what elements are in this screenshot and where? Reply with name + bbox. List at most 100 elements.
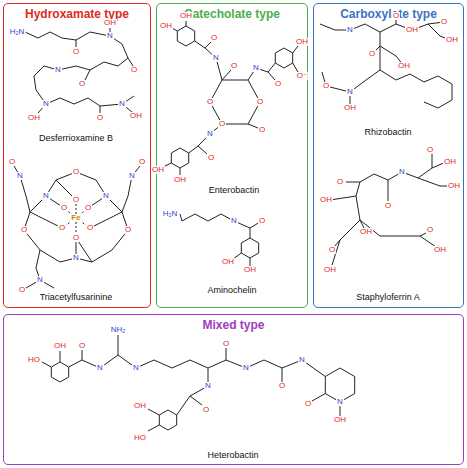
triacetylfusarinine-structure (14, 166, 140, 288)
atom-label: HO (27, 356, 41, 364)
atom-label: O (336, 178, 344, 186)
atom-label: N (128, 172, 136, 180)
atom-label: O (124, 226, 132, 234)
atom-label: OH (27, 114, 41, 122)
atom-label: N (204, 382, 212, 390)
atom-label: OH (343, 104, 357, 112)
atom-label: O (78, 80, 86, 88)
atom-label: O (278, 382, 286, 390)
atom-label: OH (447, 182, 461, 190)
atom-label: O (138, 158, 146, 166)
atom-label: O (222, 340, 230, 348)
atom-label: O (426, 226, 434, 234)
panel-heading: Mixed type (4, 319, 463, 331)
atom-label: N (212, 54, 220, 62)
atom-label: N (42, 192, 50, 200)
atom-label: OH (433, 246, 447, 254)
metal-label: Fe (70, 214, 81, 222)
compound-name: Heterobactin (206, 451, 259, 460)
atom-label: N (72, 254, 80, 262)
aminochelin-structure (180, 214, 260, 266)
atom-label: O (130, 66, 138, 74)
enterobactin-structure (163, 21, 298, 175)
atom-label: O (207, 154, 215, 162)
atom-label: OH (151, 166, 165, 174)
heterobactin-structure (42, 335, 355, 431)
desferrioxamine-structure (25, 28, 134, 113)
atom-label: OH (333, 416, 347, 424)
atom-label: O (206, 98, 214, 106)
atom-label: N (118, 100, 126, 108)
atom-label: O (210, 34, 218, 42)
atom-label: O (58, 224, 66, 232)
atom-label: OH (405, 26, 419, 34)
atom-label: O (258, 217, 266, 225)
rhizobactin-structure (320, 20, 452, 108)
atom-label: N (132, 364, 140, 372)
atom-label: OH (359, 228, 373, 236)
group-panel: Mixed type (3, 314, 464, 465)
atom-label: OH (173, 176, 187, 184)
atom-label: N (54, 66, 62, 74)
atom-label: O (304, 400, 312, 408)
panel-heading: Hydroxamate type (4, 8, 150, 20)
atom-label: O (202, 406, 210, 414)
atom-label: O (426, 146, 434, 154)
compound-name: Staphyloferrin A (355, 293, 421, 302)
atom-label: O (72, 196, 80, 204)
atom-label: N (42, 100, 50, 108)
atom-label: N (346, 88, 354, 96)
atom-label: OH (397, 62, 411, 70)
atom-label: O (274, 80, 282, 88)
atom-label: OH (445, 36, 459, 44)
atom-label: OH (221, 258, 235, 266)
atom-label: O (256, 98, 264, 106)
atom-label: N (102, 192, 110, 200)
compound-name: Enterobactin (208, 186, 261, 195)
atom-label: H₂N (162, 210, 179, 218)
atom-label: OH (295, 38, 309, 46)
atom-label: N (206, 130, 214, 138)
atom-label: N (106, 32, 114, 40)
atom-label: O (18, 286, 26, 294)
atom-label: OH (53, 342, 67, 350)
atom-label: O (78, 342, 86, 350)
atom-label: OH (103, 19, 117, 27)
atom-label: N (298, 356, 306, 364)
atom-label: O (230, 62, 238, 70)
atom-label: N (242, 364, 250, 372)
atom-label: O (96, 114, 104, 122)
atom-label: O (72, 48, 80, 56)
atom-label: O (258, 126, 266, 134)
atom-label: O (60, 204, 68, 212)
atom-label: O (218, 120, 226, 128)
atom-label: O (8, 158, 16, 166)
atom-label: O (368, 50, 376, 58)
compound-name: Desferrioxamine B (38, 134, 114, 143)
atom-label: N (230, 217, 238, 225)
atom-label: N (36, 276, 44, 284)
atom-label: N (96, 364, 104, 372)
atom-label: OH (133, 402, 147, 410)
atom-label: OH (159, 22, 173, 30)
atom-label: OH (243, 266, 257, 274)
atom-label: OH (443, 158, 457, 166)
atom-label: O (384, 202, 392, 210)
atom-label: N (336, 398, 344, 406)
atom-label: O (72, 168, 80, 176)
atom-label: N (252, 64, 260, 72)
atom-label: O (20, 226, 28, 234)
atom-label: OH (179, 12, 193, 20)
atom-label: O (72, 234, 80, 242)
group-panel: Carboxylate type (313, 3, 464, 308)
atom-label: OH (129, 112, 143, 120)
atom-label: O (86, 224, 94, 232)
atom-label: O (440, 18, 448, 26)
compound-name: Aminochelin (206, 286, 257, 295)
atom-label: N (346, 26, 354, 34)
atom-label: H₂N (9, 28, 26, 36)
atom-label: O (84, 204, 92, 212)
atom-label: O⁻ (296, 72, 308, 80)
